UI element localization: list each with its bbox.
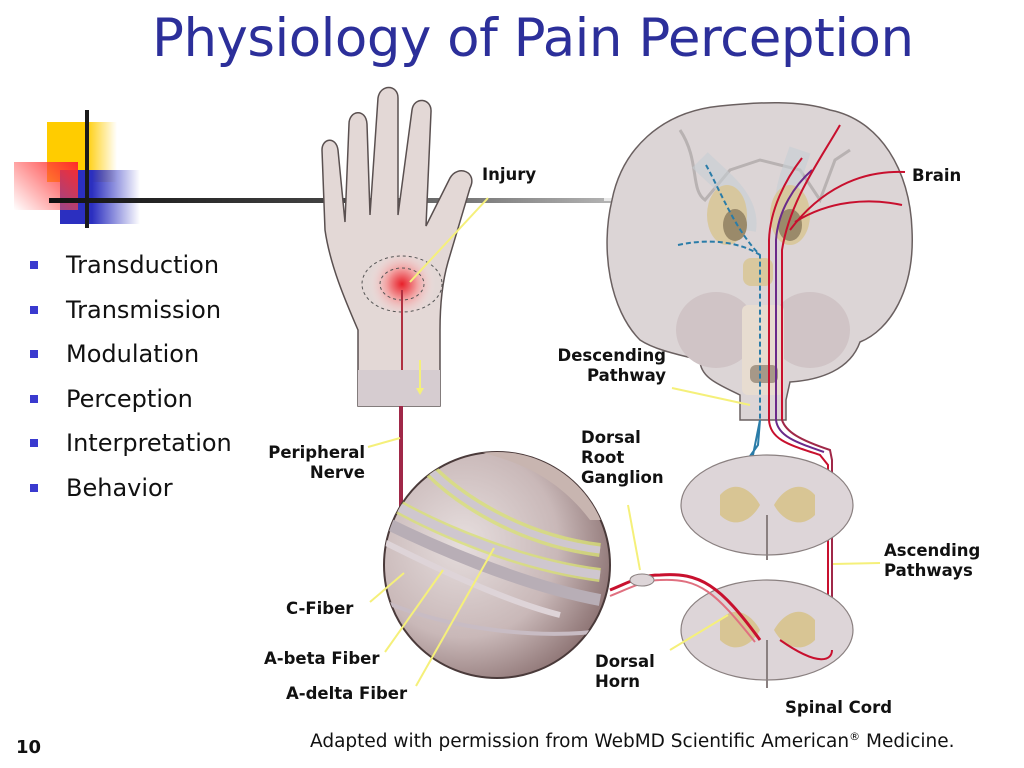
label-line: Dorsal	[595, 652, 655, 671]
bullet-item: Behavior	[30, 466, 232, 511]
bullet-label: Perception	[66, 384, 193, 413]
registered-mark: ®	[849, 730, 861, 743]
bullet-label: Interpretation	[66, 429, 232, 458]
bullet-item: Interpretation	[30, 421, 232, 466]
credit-text: Adapted with permission from WebMD Scien…	[310, 731, 850, 753]
label-c-fiber: C-Fiber	[286, 599, 354, 618]
bullet-label: Transmission	[66, 295, 222, 324]
pointer-lines	[367, 197, 881, 687]
bullet-square-icon	[30, 394, 38, 403]
label-line: Ganglion	[581, 468, 664, 487]
hand-illustration	[321, 86, 473, 407]
slide-number: 10	[16, 737, 42, 758]
bullet-label: Behavior	[66, 473, 173, 502]
label-ascending-pathways: Ascending Pathways	[884, 541, 980, 581]
bullet-label: Modulation	[66, 340, 200, 369]
label-line: Pathway	[586, 366, 666, 385]
bullet-square-icon	[30, 261, 38, 270]
label-dorsal-root-ganglion: Dorsal Root Ganglion	[581, 428, 664, 488]
label-injury: Injury	[482, 165, 537, 184]
brain-illustration	[606, 101, 913, 421]
slide-title: Physiology of Pain Perception	[152, 8, 914, 69]
label-line: Peripheral	[268, 443, 365, 462]
wrist-band	[358, 370, 440, 406]
spinal-section-lower	[680, 579, 854, 688]
injury-ring-outer	[361, 255, 443, 313]
label-line: Nerve	[309, 463, 365, 482]
bullet-label: Transduction	[66, 251, 220, 280]
magnified-fiber-sphere	[383, 451, 611, 679]
decor-vertical-line	[85, 110, 89, 228]
bullet-item: Modulation	[30, 332, 232, 377]
label-brain: Brain	[912, 166, 962, 185]
bullet-item: Perception	[30, 377, 232, 422]
label-line: Horn	[595, 672, 641, 691]
source-credit: Adapted with permission from WebMD Scien…	[310, 730, 955, 752]
label-line: Pathways	[884, 561, 973, 580]
bullet-list: Transduction Transmission Modulation Per…	[30, 243, 232, 510]
label-a-delta-fiber: A-delta Fiber	[286, 684, 408, 703]
injury-ring-inner	[379, 267, 425, 301]
label-dorsal-horn: Dorsal Horn	[595, 652, 655, 692]
label-peripheral-nerve: Peripheral Nerve	[250, 443, 365, 483]
bullet-square-icon	[30, 439, 38, 448]
spinal-section-upper	[680, 454, 854, 560]
bullet-square-icon	[30, 305, 38, 314]
label-line: Descending	[557, 346, 666, 365]
label-descending-pathway: Descending Pathway	[546, 346, 666, 386]
label-line: Ascending	[884, 541, 981, 560]
bullet-item: Transmission	[30, 288, 232, 333]
hand-shape	[321, 86, 473, 407]
direction-arrowhead	[416, 388, 424, 395]
label-line: Root	[581, 448, 625, 467]
label-a-beta-fiber: A-beta Fiber	[264, 649, 380, 668]
label-spinal-cord: Spinal Cord	[785, 698, 893, 717]
credit-end: Medicine.	[860, 731, 955, 753]
bullet-square-icon	[30, 350, 38, 359]
bullet-item: Transduction	[30, 243, 232, 288]
injury-site	[368, 250, 436, 318]
bullet-square-icon	[30, 483, 38, 492]
label-line: Dorsal	[581, 428, 641, 447]
